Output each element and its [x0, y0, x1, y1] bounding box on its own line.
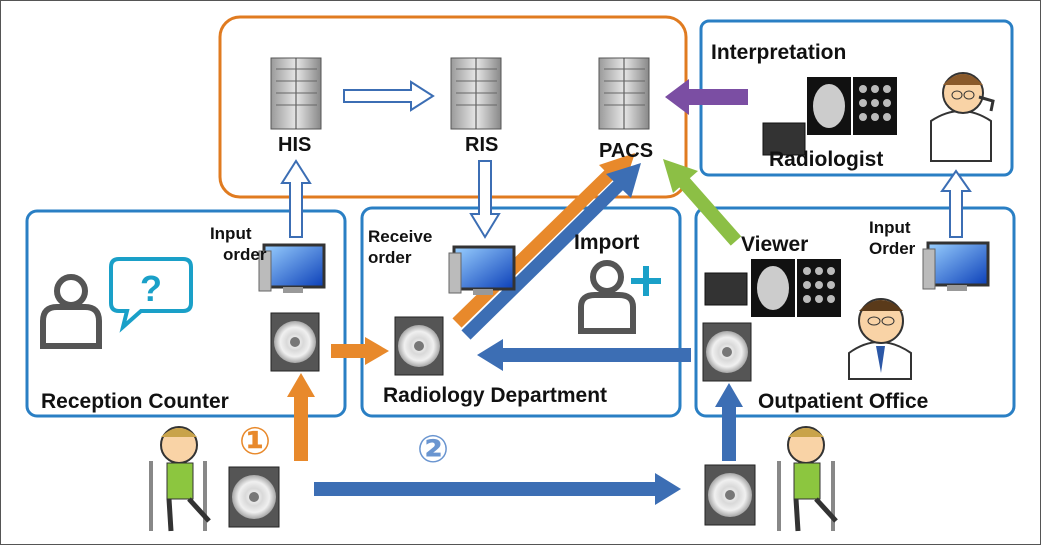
import-label: Import	[574, 231, 640, 254]
reception-box	[25, 209, 347, 418]
radiology-to-pacs-blue-arrow	[461, 163, 641, 340]
reception-input-line2: order	[223, 245, 267, 264]
radiologist-label: Radiologist	[769, 148, 884, 171]
radiologist-icon	[930, 72, 995, 162]
outpatient-to-interpretation-arrow	[940, 169, 972, 238]
cd-icon	[704, 464, 756, 526]
reception-input-order-label: Input order	[187, 223, 267, 265]
person-add-icon	[578, 260, 661, 334]
doctor-icon	[848, 298, 912, 380]
patient-icon	[777, 426, 838, 532]
viewer-to-pacs-arrow	[663, 159, 742, 246]
computer-icon	[448, 245, 516, 295]
reception-to-his-arrow	[280, 159, 312, 238]
svg-text:?: ?	[140, 268, 162, 309]
server-icon	[270, 57, 322, 130]
step-one-label: ①	[239, 419, 272, 463]
pacs-label: PACS	[599, 140, 654, 162]
ris-to-radiology-arrow	[469, 160, 501, 239]
outpatient-title: Outpatient Office	[758, 390, 929, 413]
reception-to-radiology-arrow	[331, 337, 389, 365]
outpatient-to-radiology-arrow	[477, 339, 691, 371]
outpatient-input-order-label: Input Order	[869, 217, 915, 259]
outpatient-box	[694, 206, 1016, 418]
server-icon	[598, 57, 650, 130]
his-label: HIS	[278, 134, 312, 156]
interpretation-title: Interpretation	[711, 41, 847, 64]
person-question-icon: ?	[40, 257, 193, 349]
interpretation-to-pacs-arrow	[665, 79, 748, 115]
cd-icon	[702, 322, 752, 382]
patient-to-outpatient-arrow	[314, 473, 681, 505]
step-two-label: ②	[417, 427, 450, 471]
receive-line1: Receive	[368, 227, 433, 246]
his-to-ris-arrow	[343, 80, 435, 112]
cd-icon	[270, 312, 320, 372]
ris-label: RIS	[465, 134, 499, 156]
computer-icon	[258, 243, 326, 293]
server-icon	[450, 57, 502, 130]
cd-icon	[228, 466, 280, 528]
receive-line2: order	[368, 248, 412, 267]
computer-icon	[922, 241, 990, 291]
reception-title: Reception Counter	[41, 390, 229, 413]
xray-monitor-icon	[704, 259, 841, 317]
receive-order-label: Receive order	[368, 226, 432, 268]
radiology-title: Radiology Department	[383, 384, 608, 407]
patient-to-reception-arrow	[287, 373, 315, 461]
viewer-label: Viewer	[741, 233, 809, 256]
xray-monitor-icon	[762, 77, 897, 156]
patient-to-outpatient-up-arrow	[715, 383, 743, 461]
reception-input-line1: Input	[209, 224, 252, 243]
patient-icon	[149, 426, 211, 532]
outpatient-input-line2: Order	[869, 239, 916, 258]
radiology-box	[360, 206, 682, 418]
cd-icon	[394, 316, 444, 376]
outpatient-input-line1: Input	[869, 218, 911, 237]
